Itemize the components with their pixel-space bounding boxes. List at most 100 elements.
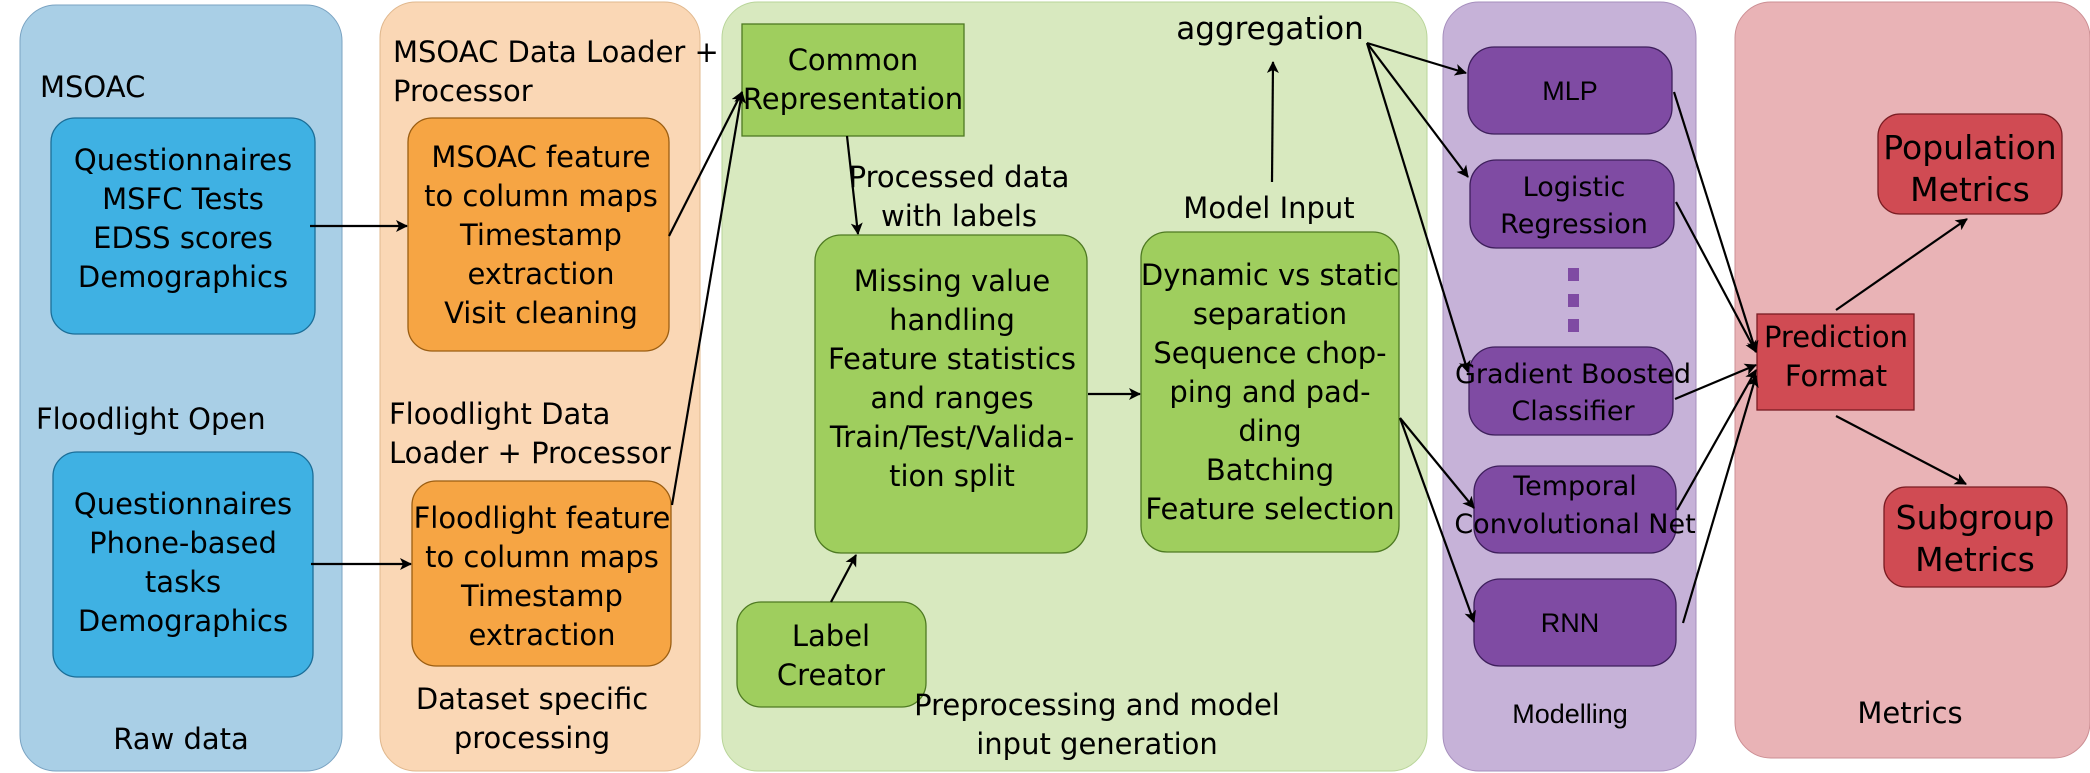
arrows <box>310 41 1968 624</box>
logistic-regression-line: Regression <box>1500 209 1648 240</box>
label-creator-text: Label Creator <box>777 619 885 692</box>
subgroup-metrics-line: Subgroup <box>1896 498 2055 537</box>
population-metrics-line: Population <box>1883 128 2056 167</box>
floodlight-processor-box <box>411 480 672 667</box>
arrow-tcn-to-prediction <box>1676 369 1757 511</box>
preprocessing-section-label-line: Preprocessing and model <box>914 688 1280 722</box>
logistic-regression-text: Logistic Regression <box>1500 172 1648 240</box>
dataset-section-label-line: processing <box>454 721 610 755</box>
msoac-processor-line: extraction <box>467 257 614 291</box>
arrow-mlp-to-prediction <box>1672 91 1759 353</box>
data-processing-line: tion split <box>889 459 1015 493</box>
preprocessing-section-label: Preprocessing and model input generation <box>914 688 1280 761</box>
model-input-text: Dynamic vs static separation Sequence ch… <box>1141 258 1399 526</box>
data-processing-text: Missing value handling Feature statistic… <box>828 264 1076 493</box>
raw-data-section-label: Raw data <box>113 722 249 756</box>
arrow-aggregation-to-mlp <box>1366 41 1467 76</box>
floodlight-raw-line: Demographics <box>78 604 288 638</box>
arrow-model-input-to-rnn <box>1398 417 1476 623</box>
population-metrics-text: Population Metrics <box>1883 128 2056 209</box>
floodlight-processor-line: Floodlight feature <box>414 501 671 535</box>
arrow-msoac-to-common <box>668 91 743 237</box>
tcn-line: Convolutional Net <box>1454 509 1695 540</box>
model-input-line: ding <box>1238 414 1301 448</box>
floodlight-processor-line: Timestamp <box>460 579 623 613</box>
ellipsis-dot <box>1568 268 1579 281</box>
msoac-processor-line: to column maps <box>424 179 658 213</box>
model-input-line: Sequence chop- <box>1153 336 1386 370</box>
tcn-text: Temporal Convolutional Net <box>1454 471 1695 540</box>
msoac-raw-box-text: Questionnaires MSFC Tests EDSS scores De… <box>74 143 292 294</box>
label-creator-line: Label <box>792 619 870 653</box>
floodlight-processor-box-text: Floodlight feature to column maps Timest… <box>414 501 671 652</box>
arrow-floodlight-to-common <box>670 91 747 506</box>
subgroup-metrics-box <box>1883 486 2068 588</box>
common-representation-text: Common Representation <box>743 43 963 116</box>
mlp-box <box>1467 46 1673 135</box>
tcn-box <box>1473 465 1677 554</box>
more-models-ellipsis <box>1568 268 1579 332</box>
ellipsis-dot <box>1568 319 1579 332</box>
data-processing-line: Missing value <box>854 264 1051 298</box>
msoac-loader-title-line: Processor <box>393 74 533 108</box>
dataset-section-label-line: Dataset specific <box>416 682 648 716</box>
data-processing-line: and ranges <box>870 381 1033 415</box>
preprocessing-section-label-line: input generation <box>976 727 1218 761</box>
arrow-model-input-to-aggregation <box>1266 61 1279 183</box>
floodlight-raw-line: Questionnaires <box>74 487 292 521</box>
floodlight-loader-title-line: Loader + Processor <box>389 436 671 470</box>
label-creator-line: Creator <box>777 658 885 692</box>
gradient-boosted-text: Gradient Boosted Classifier <box>1455 359 1691 427</box>
rnn-label: RNN <box>1541 608 1600 638</box>
floodlight-processor-line: extraction <box>468 618 615 652</box>
model-input-label: Model Input <box>1183 191 1354 225</box>
prediction-format-text: Prediction Format <box>1764 320 1908 393</box>
population-metrics-box <box>1877 113 2063 215</box>
prediction-format-box <box>1756 313 1915 411</box>
msoac-processor-box-text: MSOAC feature to column maps Timestamp e… <box>424 140 658 330</box>
arrow-model-input-to-tcn <box>1399 417 1475 509</box>
common-representation-line: Representation <box>743 82 963 116</box>
arrow-rnn-to-prediction <box>1681 375 1759 624</box>
floodlight-loader-title: Floodlight Data Loader + Processor <box>389 397 671 470</box>
msoac-processor-line: Visit cleaning <box>444 296 638 330</box>
floodlight-source-label: Floodlight Open <box>36 402 266 436</box>
logistic-regression-line: Logistic <box>1523 172 1626 203</box>
mlp-label: MLP <box>1542 76 1598 106</box>
arrow-common-to-processing <box>845 135 863 235</box>
msoac-source-label: MSOAC <box>40 70 145 104</box>
modelling-section-label: Modelling <box>1512 699 1628 729</box>
msoac-loader-title: MSOAC Data Loader + Processor <box>393 35 719 108</box>
model-input-line: separation <box>1193 297 1347 331</box>
ellipsis-dot <box>1568 294 1579 307</box>
gradient-boosted-box <box>1468 346 1674 436</box>
msoac-processor-line: Timestamp <box>459 218 622 252</box>
floodlight-raw-line: Phone-based <box>89 526 277 560</box>
floodlight-raw-line: tasks <box>145 565 221 599</box>
model-input-line: Dynamic vs static <box>1141 258 1399 292</box>
common-representation-line: Common <box>788 43 919 77</box>
msoac-raw-line: Demographics <box>78 260 288 294</box>
gradient-boosted-line: Classifier <box>1511 396 1635 427</box>
arrow-prediction-to-population <box>1835 218 1968 311</box>
floodlight-processor-line: to column maps <box>425 540 659 574</box>
data-processing-line: Train/Test/Valida- <box>829 420 1074 454</box>
arrow-label-creator-to-processing <box>830 554 857 603</box>
processed-data-label-line: with labels <box>881 199 1037 233</box>
metrics-section-label: Metrics <box>1857 696 1962 730</box>
model-input-line: Feature selection <box>1145 492 1394 526</box>
dataset-section-label: Dataset specific processing <box>416 682 648 755</box>
model-input-box <box>1140 231 1400 553</box>
arrow-gradient-to-prediction <box>1674 363 1757 401</box>
tcn-line: Temporal <box>1512 471 1637 502</box>
processed-data-label-line: Processed data <box>849 160 1070 194</box>
msoac-processor-line: MSOAC feature <box>431 140 650 174</box>
msoac-raw-line: EDSS scores <box>93 221 273 255</box>
common-representation-box <box>741 23 965 137</box>
processed-data-label: Processed data with labels <box>849 160 1070 233</box>
population-metrics-line: Metrics <box>1910 170 2030 209</box>
floodlight-raw-box-text: Questionnaires Phone-based tasks Demogra… <box>74 487 292 638</box>
model-input-line: ping and pad- <box>1169 375 1370 409</box>
prediction-format-line: Format <box>1785 359 1887 393</box>
